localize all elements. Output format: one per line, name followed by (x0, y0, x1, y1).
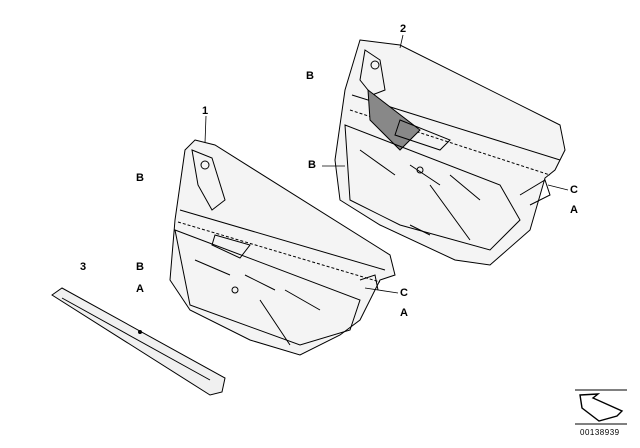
drawing-symbol (575, 389, 627, 425)
door-panel-front (169, 139, 396, 356)
callout-part-3: 3 (80, 261, 87, 273)
door-panel-rear (334, 39, 566, 266)
callout-a: A (136, 283, 144, 295)
callout-c: C (570, 184, 578, 196)
callout-c: C (400, 287, 408, 299)
callout-b: B (308, 159, 316, 171)
callout-part-1: 1 (202, 105, 209, 117)
callout-a: A (400, 307, 408, 319)
leader-lines (204, 34, 569, 294)
trim-strip (51, 287, 226, 396)
callout-b: B (136, 261, 144, 273)
callout-a: A (570, 204, 578, 216)
callout-b: B (136, 172, 144, 184)
drawing-number: 00138939 (580, 428, 620, 437)
callout-b: B (306, 70, 314, 82)
callout-part-2: 2 (400, 23, 407, 35)
